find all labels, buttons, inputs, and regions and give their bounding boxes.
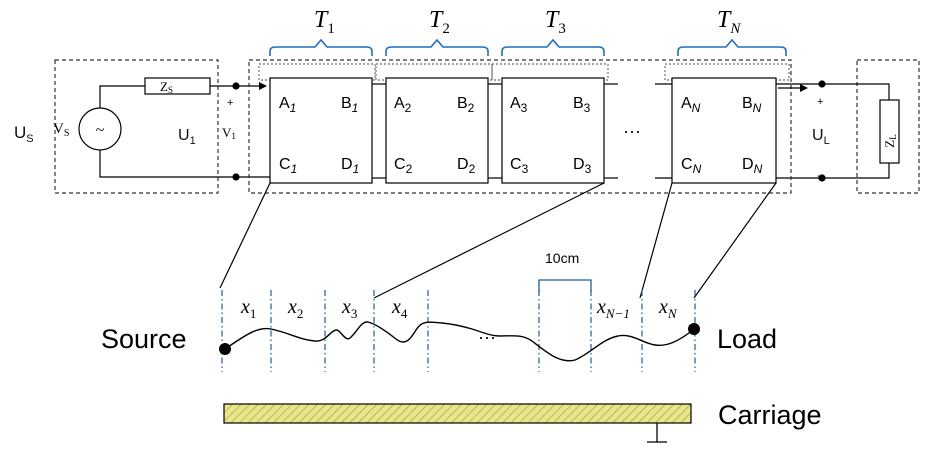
source-impedance-symbol <box>144 77 211 95</box>
two-port-block-3: T3 A3 B3 C3 D3 <box>501 7 605 184</box>
ul-label: UL <box>812 127 830 147</box>
svg-text:C2: C2 <box>394 156 413 176</box>
source-voltage-label: US <box>14 123 34 145</box>
voltage-source-tilde: ~ <box>96 122 105 139</box>
block-3-brace <box>501 38 605 56</box>
svg-text:CN: CN <box>681 156 702 176</box>
input-current-arrow <box>236 82 267 90</box>
block-n-brace <box>677 38 787 56</box>
svg-text:DN: DN <box>742 156 763 176</box>
two-port-block-1: T1 A1 B1 C1 D1 <box>269 7 373 184</box>
svg-text:B3: B3 <box>573 95 591 115</box>
two-port-block-n: TN AN BN CN DN <box>671 7 787 184</box>
svg-text:AN: AN <box>681 95 701 115</box>
u1-label: U1 <box>178 127 196 147</box>
segment-label-2: x2 <box>287 296 303 321</box>
carriage-label: Carriage <box>718 400 822 430</box>
two-port-block-2: T2 A2 B2 C2 D2 <box>385 7 489 184</box>
load-circuit-wires <box>822 83 890 179</box>
segment-length-bracket: 10cm <box>538 250 592 292</box>
ground-symbol <box>647 423 667 443</box>
blocks-ellipsis: ··· <box>623 121 641 141</box>
svg-text:10cm: 10cm <box>545 250 579 266</box>
svg-text:T1: T1 <box>314 7 335 37</box>
load-endpoint-dot <box>688 323 700 335</box>
source-endpoint-dot <box>219 343 231 355</box>
load-label: Load <box>717 324 777 354</box>
svg-text:B1: B1 <box>341 95 358 115</box>
source-label: Source <box>101 324 187 354</box>
svg-text:A2: A2 <box>394 95 412 115</box>
svg-text:BN: BN <box>742 95 762 115</box>
svg-text:A3: A3 <box>510 95 528 115</box>
segment-label-4: x4 <box>391 296 408 321</box>
svg-text:D2: D2 <box>457 156 476 176</box>
output-minus-sign: − <box>817 169 824 183</box>
input-plus-sign: + <box>227 97 233 109</box>
output-plus-sign: + <box>817 96 823 108</box>
zs-label: ZS <box>160 79 173 95</box>
segment-label-n: xN <box>658 296 678 321</box>
cable-ellipsis: ··· <box>478 327 496 347</box>
svg-text:C3: C3 <box>510 156 529 176</box>
source-circuit-wires <box>99 85 236 178</box>
svg-text:A1: A1 <box>279 95 296 115</box>
segment-label-3: x3 <box>341 296 357 321</box>
svg-text:D3: D3 <box>573 156 592 176</box>
vs-label: VS <box>53 121 69 139</box>
load-impedance-symbol <box>879 99 900 164</box>
segment-label-n-minus-1: xN−1 <box>596 296 630 321</box>
cable-curve <box>224 321 694 362</box>
v1-label: V1 <box>222 125 236 141</box>
svg-text:T3: T3 <box>545 7 566 37</box>
svg-text:D1: D1 <box>341 156 359 176</box>
load-dashed-box <box>856 59 920 194</box>
block-2-brace <box>385 38 489 56</box>
carriage-bar <box>223 403 692 424</box>
main-line-wires <box>236 83 822 179</box>
voltage-source-symbol <box>78 107 122 151</box>
source-dashed-box <box>54 59 219 194</box>
svg-text:T2: T2 <box>429 7 450 37</box>
block-1-brace <box>269 38 373 56</box>
svg-text:TN: TN <box>717 7 741 37</box>
segment-label-1: x1 <box>240 296 256 321</box>
svg-text:C1: C1 <box>279 156 297 176</box>
zl-label: ZL <box>882 134 898 147</box>
transmission-chain-dashed-box <box>248 59 792 194</box>
segment-labels: x1 x2 x3 x4 xN−1 xN <box>240 296 678 321</box>
output-current-arrow <box>778 84 808 92</box>
svg-text:B2: B2 <box>457 95 475 115</box>
block-to-cable-lines <box>219 182 777 299</box>
